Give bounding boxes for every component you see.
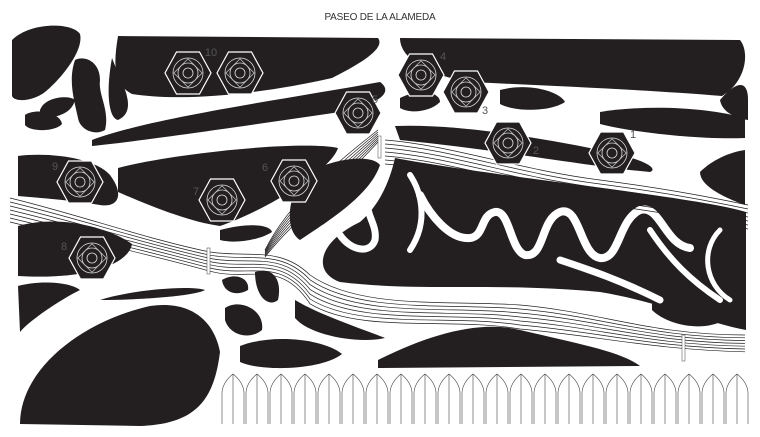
marker-number: 5 <box>372 94 378 106</box>
green-area <box>295 300 385 340</box>
street-line <box>9 205 746 341</box>
street-line <box>264 139 379 257</box>
gate-posts <box>206 135 686 362</box>
street-line <box>384 155 749 222</box>
street-line <box>264 131 379 252</box>
dodecahedron-icon[interactable]: 3 <box>442 70 490 117</box>
fence-picket <box>413 373 437 424</box>
green-area <box>400 92 440 112</box>
green-area <box>225 304 263 336</box>
fence <box>221 373 749 424</box>
fence-picket <box>269 373 293 424</box>
sculpture-markers: 1 2 3 4 5 6 7 8 9 10 <box>52 47 636 280</box>
street-line <box>9 201 746 339</box>
marker-number: 4 <box>440 51 446 63</box>
radial-sphere-icon[interactable]: 6 <box>262 159 318 203</box>
fence-picket <box>725 373 749 424</box>
marker-number: 8 <box>61 241 67 253</box>
green-area <box>240 339 342 369</box>
green-area <box>20 304 220 426</box>
fence-picket <box>389 373 413 424</box>
street-line <box>9 209 746 344</box>
sphere-cluster-icon[interactable]: 7 <box>193 178 246 222</box>
street-line <box>264 133 379 253</box>
green-area <box>222 276 249 294</box>
checker-square-icon[interactable]: 8 <box>61 236 116 280</box>
street-line <box>384 139 749 206</box>
fence-picket <box>557 373 581 424</box>
geometric-sphere-icon[interactable]: 2 <box>484 121 539 165</box>
marker-number: 3 <box>482 105 488 117</box>
street-line <box>9 197 746 336</box>
marker-number: 1 <box>630 129 636 141</box>
green-area <box>108 58 128 120</box>
fence-picket <box>605 373 629 424</box>
green-area <box>400 38 746 96</box>
fence-picket <box>461 373 485 424</box>
fence-picket <box>485 373 509 424</box>
fence-picket <box>581 373 605 424</box>
green-area <box>40 97 75 118</box>
green-area <box>700 150 745 205</box>
marker-number: 9 <box>52 161 58 173</box>
fence-picket <box>317 373 341 424</box>
garden-paths <box>336 172 733 304</box>
marker-number: 6 <box>262 162 268 174</box>
stacked-frames-icon[interactable]: 4 <box>397 51 446 97</box>
green-area <box>18 282 80 332</box>
marker-number: 10 <box>205 47 217 59</box>
fence-picket <box>293 373 317 424</box>
green-area <box>378 326 640 368</box>
street-line <box>384 143 749 210</box>
street-line <box>264 141 379 258</box>
fence-picket <box>629 373 653 424</box>
street-line <box>384 159 749 226</box>
street-line <box>9 217 746 350</box>
map-title: PASEO DE LA ALAMEDA <box>324 12 436 23</box>
fence-picket <box>437 373 461 424</box>
glowing-cube-icon[interactable]: 9 <box>52 160 104 204</box>
street-lines <box>9 129 749 353</box>
green-area <box>92 82 386 146</box>
green-area <box>500 87 565 110</box>
street-line <box>264 137 379 255</box>
fence-picket <box>245 373 269 424</box>
green-area <box>100 288 205 300</box>
marker-number: 7 <box>193 186 199 198</box>
green-area <box>255 270 280 303</box>
marker-number: 2 <box>533 145 539 157</box>
green-area <box>600 107 745 139</box>
green-area <box>12 25 81 101</box>
fence-picket <box>677 373 701 424</box>
green-area <box>652 294 724 327</box>
stepped-cross-pattern-icon[interactable]: 10 <box>164 47 264 95</box>
green-area <box>25 111 62 131</box>
street-line <box>384 163 749 230</box>
green-areas <box>12 25 748 426</box>
fence-picket <box>221 373 245 424</box>
fence-picket <box>533 373 557 424</box>
street-line <box>384 151 749 218</box>
fence-picket <box>365 373 389 424</box>
street-line <box>384 147 749 214</box>
street-line <box>264 135 379 254</box>
zigzag-cube-icon[interactable]: 1 <box>588 129 636 175</box>
fence-picket <box>341 373 365 424</box>
street-line <box>9 213 746 347</box>
green-area <box>720 84 748 120</box>
green-area <box>71 58 107 133</box>
street-line <box>9 221 746 353</box>
green-area <box>220 225 272 242</box>
fence-picket <box>701 373 725 424</box>
double-dodecahedron-icon[interactable]: 5 <box>334 91 382 135</box>
fence-picket <box>509 373 533 424</box>
fence-picket <box>653 373 677 424</box>
